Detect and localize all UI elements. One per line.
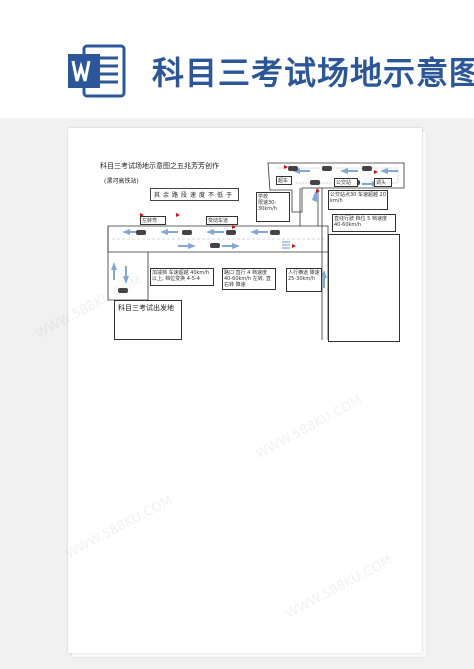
label-intersection: 路口 直行 4 档速度 40-60km/h 左转, 直 右转 降速 xyxy=(222,268,276,290)
car-icon xyxy=(226,230,236,235)
word-logo-icon xyxy=(68,44,126,98)
lane-arrow-icon xyxy=(160,229,178,235)
document-heading: 科目三考试场地示意图之五兆芳芳创作 xyxy=(100,162,219,170)
car-icon xyxy=(210,243,220,248)
flag-icon xyxy=(232,225,236,231)
flag-icon xyxy=(316,189,320,195)
car-icon xyxy=(310,180,320,185)
car-icon xyxy=(322,166,332,171)
flag-icon xyxy=(284,165,288,171)
car-icon xyxy=(288,166,298,171)
banner: 科目三考试场地示意图 xyxy=(0,0,474,118)
crosswalk xyxy=(282,241,290,249)
lane-arrow-icon xyxy=(312,192,317,202)
flag-icon xyxy=(374,170,378,176)
car-icon xyxy=(182,230,192,235)
car-icon xyxy=(362,166,372,171)
lane-arrow-icon xyxy=(380,168,398,174)
label-bus-stop: 公交站 xyxy=(334,178,358,187)
straight-area-box xyxy=(328,234,400,342)
banner-title: 科目三考试场地示意图 xyxy=(152,54,474,92)
road-vertical-right xyxy=(299,188,319,226)
lane-arrow-icon xyxy=(340,168,358,174)
label-straight: 直线行驶 档位 5 档速度 40-60km/h xyxy=(332,214,396,232)
speed-note: 其余路段速度不低于 xyxy=(150,188,240,201)
label-overtake: 超车 xyxy=(276,176,292,185)
car-icon xyxy=(270,230,280,235)
start-label: 科目三考试出发地 xyxy=(118,304,174,312)
flag-icon xyxy=(292,244,296,250)
flags xyxy=(140,165,378,250)
car-icon xyxy=(118,288,128,293)
label-lane-change: 变动车道 xyxy=(206,216,238,225)
lane-arrow-icon xyxy=(178,243,196,249)
car-icon xyxy=(136,230,146,235)
flag-icon xyxy=(176,213,180,219)
label-lane-left: 左转弯 xyxy=(140,216,166,225)
lane-arrow-icon xyxy=(206,229,224,235)
lane-arrow-icon xyxy=(111,262,117,280)
lane-arrow-icon xyxy=(122,229,140,235)
start-area-box xyxy=(114,300,182,340)
lane-arrow-icon xyxy=(321,270,327,288)
lane-arrow-icon xyxy=(222,243,240,249)
label-bus-speed: 公交站点30 车速超越 20 km/h xyxy=(328,190,388,210)
lane-arrow-icon xyxy=(250,229,268,235)
label-accel: 加减档 车速超越 40km/h 以上, 档位变换 4-5-4 xyxy=(150,268,214,286)
document-subheading: (漯河高铁站) xyxy=(104,178,139,185)
label-uturn: 调头 xyxy=(374,178,392,187)
road-upper-border xyxy=(267,162,405,213)
label-crosswalk: 人行横道 降速 25-30km/h xyxy=(286,268,322,292)
lane-arrow-icon xyxy=(123,266,129,284)
label-school: 学校限速30-30km/h xyxy=(256,192,290,222)
